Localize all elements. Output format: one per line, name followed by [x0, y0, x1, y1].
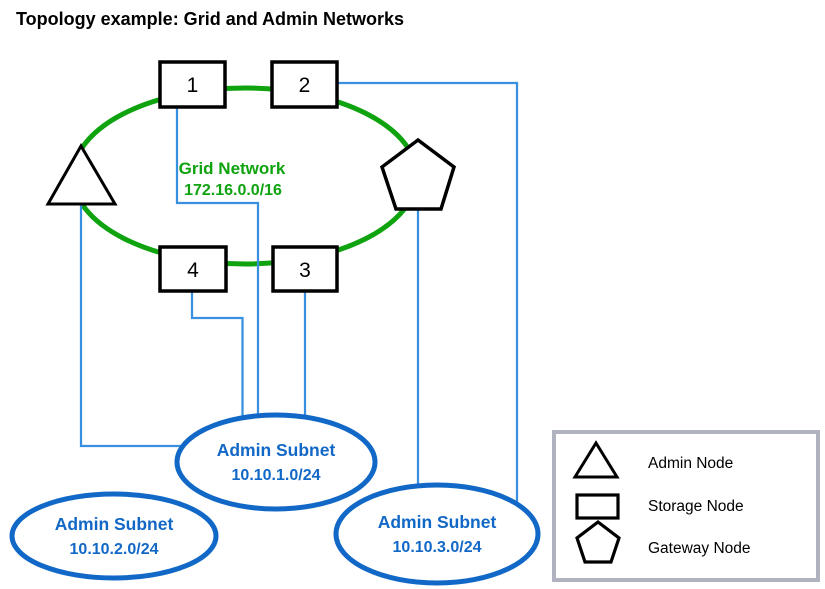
admin-node-triangle — [45, 143, 118, 206]
legend-label-admin-node: Admin Node — [648, 455, 733, 472]
legend-label-storage-node: Storage Node — [648, 498, 744, 515]
storage-node-3-box — [271, 245, 339, 293]
storage-node-2: 2 — [270, 60, 339, 109]
admin-subnet-1-ellipse — [174, 412, 378, 512]
connection-storage1-subnet1 — [175, 105, 260, 420]
storage-node-1: 1 — [158, 60, 227, 109]
admin-subnet-2-ellipse — [9, 491, 219, 581]
storage-node-4: 4 — [158, 245, 228, 293]
admin-subnet-2-label: Admin Subnet — [55, 514, 174, 534]
pentagon-icon — [575, 519, 621, 564]
admin-subnet-3-cidr: 10.10.3.0/24 — [393, 539, 482, 556]
connection-adminnode-subnet1 — [79, 202, 190, 448]
storage-node-3: 3 — [271, 245, 339, 293]
connection-storage2-subnet3 — [335, 81, 519, 510]
storage-node-2-box — [270, 60, 339, 109]
admin-subnet-3: Admin Subnet 10.10.3.0/24 — [333, 482, 541, 586]
storage-node-1-box — [158, 60, 227, 109]
grid-network-label: Grid Network — [179, 159, 286, 178]
triangle-icon — [572, 440, 620, 479]
page-title: Topology example: Grid and Admin Network… — [16, 9, 404, 29]
admin-subnet-1-cidr: 10.10.1.0/24 — [232, 467, 321, 484]
storage-node-2-label: 2 — [299, 74, 311, 97]
admin-subnet-2: Admin Subnet 10.10.2.0/24 — [9, 491, 219, 581]
admin-subnet-3-label: Admin Subnet — [378, 512, 497, 532]
storage-node-4-label: 4 — [187, 259, 199, 282]
gateway-node-pentagon — [379, 137, 457, 211]
legend-label-gateway-node: Gateway Node — [648, 540, 751, 557]
storage-node-3-label: 3 — [299, 259, 311, 282]
connection-storage4-subnet1 — [190, 289, 244, 420]
grid-network-cidr: 172.16.0.0/16 — [184, 182, 282, 199]
admin-subnet-1: Admin Subnet 10.10.1.0/24 — [174, 412, 378, 512]
storage-node-1-label: 1 — [187, 74, 199, 97]
square-icon — [575, 493, 620, 520]
admin-subnet-3-ellipse — [333, 482, 541, 586]
storage-node-4-box — [158, 245, 228, 293]
admin-subnet-2-cidr: 10.10.2.0/24 — [70, 541, 159, 558]
admin-subnet-1-label: Admin Subnet — [217, 440, 336, 460]
legend: Admin Node Storage Node Gateway Node — [552, 430, 820, 582]
